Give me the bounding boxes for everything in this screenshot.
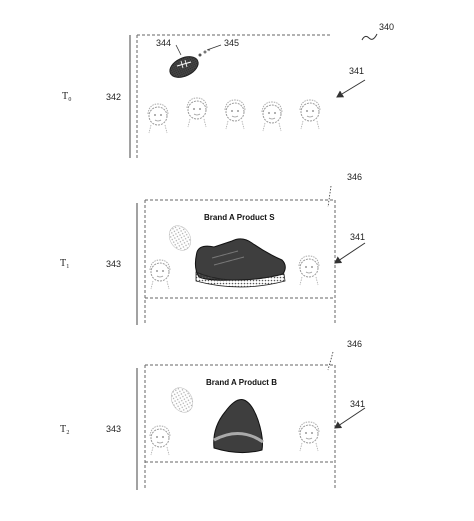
- callout-345: 345: [224, 38, 240, 48]
- time-label-t0: T₀: [62, 91, 72, 102]
- audience-arrow-t0: [336, 79, 366, 98]
- figure-ref-label: 340: [379, 22, 395, 32]
- frame-t0: [129, 34, 366, 158]
- audience-face: [147, 103, 169, 134]
- callout-345-leader: [206, 44, 222, 51]
- frame-ref-t0: 342: [106, 92, 122, 102]
- audience-face: [298, 255, 320, 286]
- callout-341-t2: 341: [350, 399, 366, 409]
- overlay-title-t1: Brand A Product S: [204, 213, 275, 222]
- callout-341-t0: 341: [349, 66, 365, 76]
- audience-arrow-t1: [334, 242, 366, 264]
- audience-faces-t0: [147, 97, 321, 134]
- time-label-t2: T₂: [60, 424, 70, 435]
- time-label-t1: T₁: [60, 258, 70, 269]
- frame-ref-t1: 343: [106, 259, 122, 269]
- callout-346-leader-t2: [327, 351, 334, 371]
- callout-346-t2: 346: [347, 339, 363, 349]
- callout-344-leader: [175, 44, 182, 56]
- frame-t2: [136, 351, 366, 490]
- overlay-title-t2: Brand A Product B: [206, 378, 277, 387]
- shoe-heel-image: [213, 399, 264, 454]
- callout-341-t1: 341: [350, 232, 366, 242]
- frame-ref-t2: 343: [106, 424, 122, 434]
- audience-arrow-t2: [334, 407, 366, 429]
- audience-face: [149, 425, 171, 456]
- audience-face: [149, 259, 171, 290]
- callout-344: 344: [156, 38, 172, 48]
- ball-trail: [198, 48, 211, 57]
- callout-346-leader-t1: [327, 185, 332, 208]
- audience-face: [224, 99, 246, 130]
- running-shoe-image: [194, 238, 286, 288]
- callout-346-t1: 346: [347, 172, 363, 182]
- faded-football-icon: [168, 225, 192, 251]
- figure-ref-squiggle: [361, 33, 378, 41]
- football-icon: [169, 56, 199, 78]
- faded-football-icon: [170, 387, 194, 413]
- frame-t1: [136, 185, 366, 325]
- audience-face: [299, 99, 321, 130]
- audience-face: [186, 97, 208, 128]
- audience-face: [298, 421, 320, 452]
- audience-face: [261, 101, 283, 132]
